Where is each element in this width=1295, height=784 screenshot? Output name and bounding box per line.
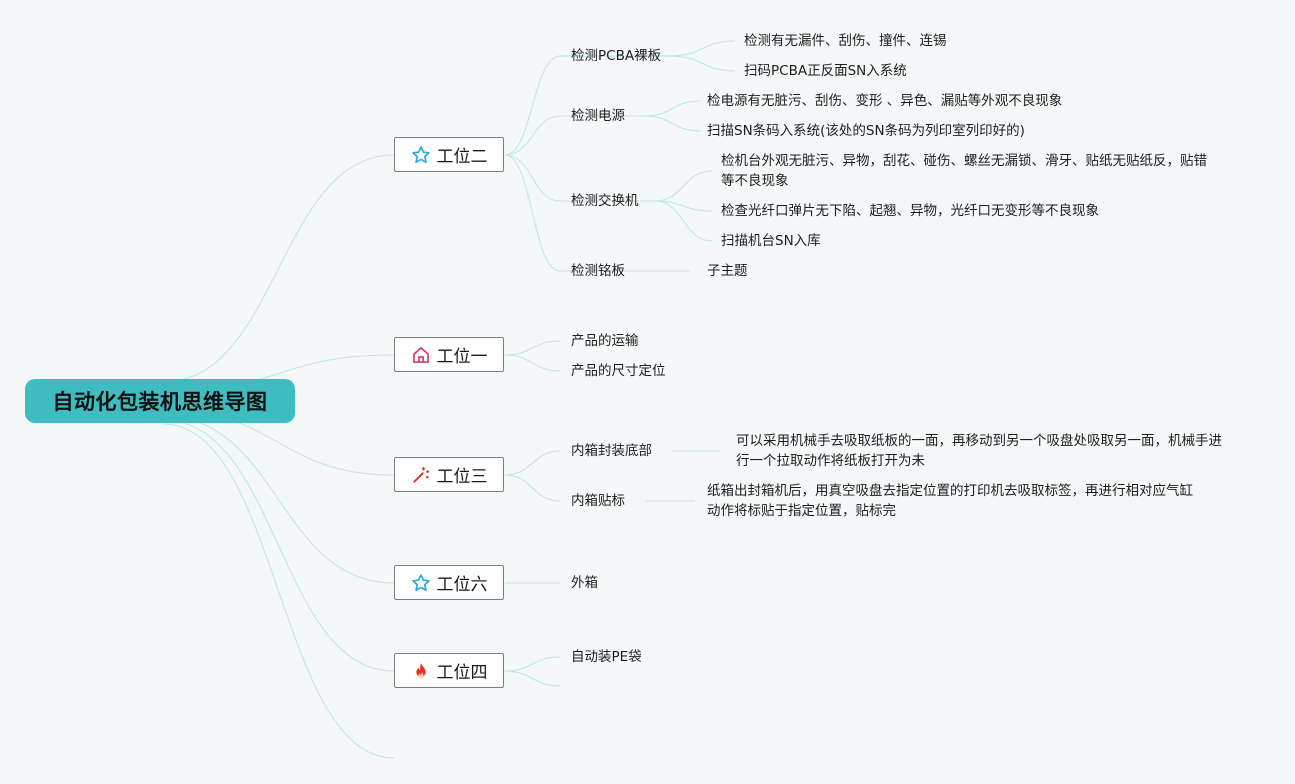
detail-power-1[interactable]: 检电源有无脏污、刮伤、变形 、异色、漏贴等外观不良现象	[707, 93, 1063, 109]
home-icon	[411, 345, 431, 365]
link-s3-bottom	[504, 450, 561, 476]
topic-switch[interactable]: 检测交换机	[571, 193, 639, 209]
station-title: 工位六	[436, 575, 488, 595]
topic-outer-box[interactable]: 外箱	[571, 575, 598, 591]
link-s4-extra	[504, 670, 561, 687]
topic-pcba[interactable]: 检测PCBA裸板	[571, 48, 662, 64]
topic-nameplate[interactable]: 检测铭板	[571, 263, 625, 279]
link-root-station-2	[162, 154, 395, 383]
fire-icon	[411, 661, 431, 681]
star-icon	[411, 145, 431, 165]
detail-power-2[interactable]: 扫描SN条码入系统(该处的SN条码为列印室列印好的)	[707, 123, 1025, 139]
detail-switch-2[interactable]: 检查光纤口弹片无下陷、起翘、异物，光纤口无变形等不良现象	[721, 203, 1099, 219]
link-root-station-6	[162, 415, 395, 584]
detail-pcba-2[interactable]: 扫码PCBA正反面SN入系统	[744, 63, 907, 79]
station-title: 工位一	[436, 347, 488, 367]
link-pcba-d2	[669, 55, 736, 72]
detail-pcba-1[interactable]: 检测有无漏件、刮伤、撞件、连锡	[744, 33, 947, 49]
topic-inner-box-bottom[interactable]: 内箱封装底部	[571, 443, 652, 459]
detail-switch-3[interactable]: 扫描机台SN入库	[721, 233, 821, 249]
link-s1-positioning	[504, 354, 561, 372]
station-2-node[interactable]: 工位二	[394, 137, 504, 172]
topic-transport[interactable]: 产品的运输	[571, 333, 639, 349]
link-s2-switch	[504, 154, 561, 202]
link-s4-pe	[504, 656, 561, 672]
link-switch-d3	[654, 200, 713, 242]
link-s2-nameplate	[504, 154, 561, 272]
link-s1-transport	[504, 340, 561, 356]
star-icon	[411, 573, 431, 593]
station-1-node[interactable]: 工位一	[394, 337, 504, 372]
station-6-node[interactable]: 工位六	[394, 565, 504, 600]
link-s3-label	[504, 474, 561, 502]
detail-inner-box-label[interactable]: 纸箱出封箱机后，用真空吸盘去指定位置的打印机去吸取标签，再进行相对应气缸动作将标…	[707, 483, 1193, 519]
detail-nameplate-1[interactable]: 子主题	[707, 263, 748, 279]
link-root-extra	[162, 423, 395, 759]
link-pcba-d1	[669, 40, 736, 57]
topic-power[interactable]: 检测电源	[571, 108, 625, 124]
station-title: 工位三	[436, 467, 488, 487]
link-root-station-4	[162, 419, 395, 672]
link-s2-power	[504, 115, 561, 156]
link-power-d2	[644, 115, 701, 132]
link-switch-d1	[654, 170, 713, 202]
magic-wand-icon	[411, 465, 431, 485]
detail-inner-box-bottom[interactable]: 可以采用机械手去吸取纸板的一面，再移动到另一个吸盘处吸取另一面，机械手进行一个拉…	[736, 433, 1222, 469]
station-3-node[interactable]: 工位三	[394, 457, 504, 492]
link-switch-d2	[654, 200, 713, 212]
detail-switch-1[interactable]: 检机台外观无脏污、异物，刮花、碰伤、螺丝无漏锁、滑牙、贴纸无贴纸反，贴错等不良现…	[721, 153, 1207, 189]
station-title: 工位四	[436, 663, 488, 683]
link-power-d1	[644, 100, 701, 117]
link-s2-pcba	[504, 55, 561, 156]
topic-inner-box-label[interactable]: 内箱贴标	[571, 493, 625, 509]
root-topic[interactable]: 自动化包装机思维导图	[25, 379, 295, 423]
station-title: 工位二	[436, 147, 488, 167]
topic-positioning[interactable]: 产品的尺寸定位	[571, 363, 666, 379]
topic-pe-bag[interactable]: 自动装PE袋	[571, 649, 642, 665]
station-4-node[interactable]: 工位四	[394, 653, 504, 688]
